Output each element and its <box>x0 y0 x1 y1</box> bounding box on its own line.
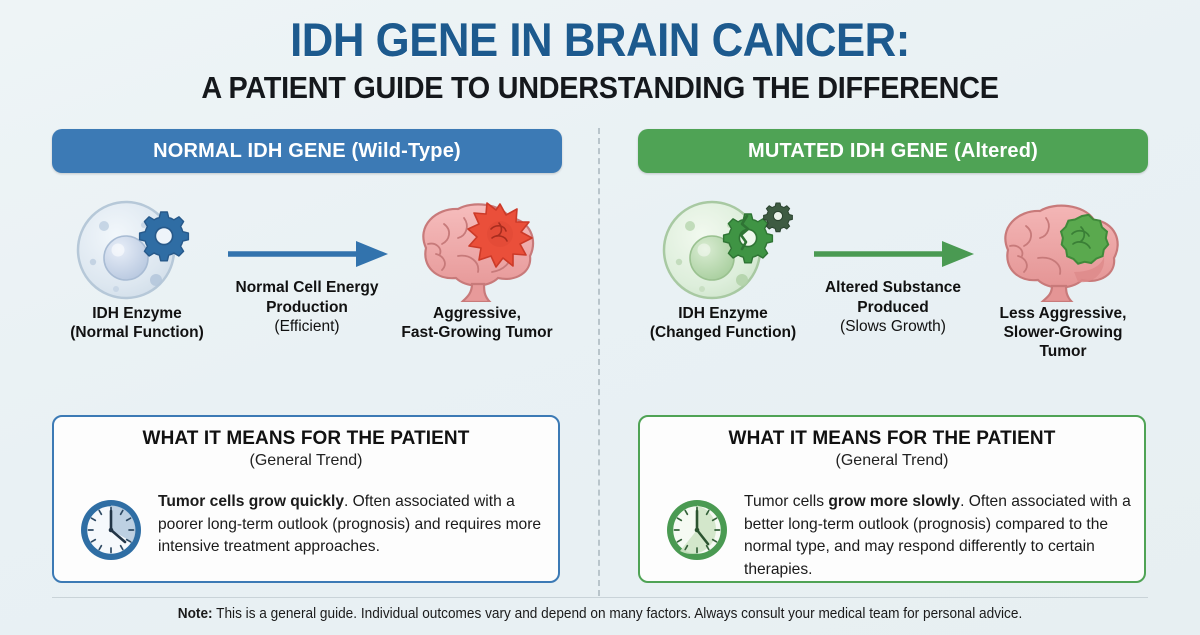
blue-clock-icon <box>76 495 146 565</box>
caption-right-start: IDH Enzyme (Changed Function) <box>628 304 818 342</box>
footer-note: Note: This is a general guide. Individua… <box>36 606 1164 622</box>
panel-body-mutated-bold: grow more slowly <box>828 493 961 510</box>
caption-right-end-line3: Tumor <box>1039 343 1087 360</box>
panel-body-mutated: Tumor cells grow more slowly. Often asso… <box>744 491 1132 581</box>
panel-body-normal-rest: . Often associated with a poorer long-te… <box>158 493 542 555</box>
caption-left-middle-light: (Efficient) <box>274 318 340 335</box>
page-title: IDH GENE IN BRAIN CANCER: <box>290 13 910 66</box>
panel-title-normal: WHAT IT MEANS FOR THE PATIENT <box>142 428 470 449</box>
panel-body-mutated-pre: Tumor cells <box>744 493 829 510</box>
panel-subtitle-mutated: (General Trend) <box>835 452 949 469</box>
caption-left-end: Aggressive, Fast-Growing Tumor <box>382 304 572 342</box>
patient-panel-normal: WHAT IT MEANS FOR THE PATIENT (General T… <box>52 415 560 583</box>
panel-body-normal: Tumor cells grow quickly. Often associat… <box>158 491 546 559</box>
caption-left-start: IDH Enzyme (Normal Function) <box>42 304 232 342</box>
caption-right-middle: Altered Substance Produced (Slows Growth… <box>808 278 978 337</box>
caption-left-end-line1: Aggressive, <box>433 305 521 322</box>
footer-divider <box>52 597 1148 598</box>
arrow-mutated-icon <box>808 192 978 302</box>
caption-left-end-line2: Fast-Growing Tumor <box>401 324 553 341</box>
caption-right-start-line2: (Changed Function) <box>649 324 797 341</box>
column-divider <box>598 128 600 596</box>
caption-right-end-line1: Less Aggressive, <box>999 305 1127 322</box>
patient-panel-mutated: WHAT IT MEANS FOR THE PATIENT (General T… <box>638 415 1146 583</box>
footer-note-label: Note: <box>177 606 213 622</box>
green-clock-icon <box>662 495 732 565</box>
caption-left-middle-bold: Normal Cell Energy Production <box>235 279 379 316</box>
flow-mutated: IDH Enzyme (Changed Function) Altered Su… <box>638 192 1148 407</box>
brain-with-green-tumor-icon <box>978 192 1148 304</box>
caption-left-start-line1: IDH Enzyme <box>92 305 182 322</box>
blue-cell-with-gear-icon <box>52 192 222 302</box>
caption-left-start-line2: (Normal Function) <box>70 324 204 341</box>
page-subtitle: A PATIENT GUIDE TO UNDERSTANDING THE DIF… <box>201 70 999 105</box>
panel-body-mutated-rest: . Often associated with a better long-te… <box>744 493 1131 578</box>
caption-right-middle-light: (Slows Growth) <box>840 318 946 335</box>
panel-title-mutated: WHAT IT MEANS FOR THE PATIENT <box>728 428 1056 449</box>
brain-with-red-starburst-tumor-icon <box>392 192 562 304</box>
panel-body-normal-bold: Tumor cells grow quickly <box>158 493 345 510</box>
arrow-normal-icon <box>222 192 392 302</box>
panel-subtitle-normal: (General Trend) <box>249 452 363 469</box>
caption-left-middle: Normal Cell Energy Production (Efficient… <box>222 278 392 337</box>
caption-right-end: Less Aggressive, Slower-Growing Tumor <box>968 304 1158 361</box>
caption-right-middle-bold: Altered Substance Produced <box>824 279 962 316</box>
caption-right-end-line2: Slower-Growing <box>1003 324 1123 341</box>
green-cell-with-broken-gear-icon <box>638 192 808 302</box>
column-header-normal: NORMAL IDH GENE (Wild-Type) <box>52 129 562 173</box>
caption-right-start-line1: IDH Enzyme <box>678 305 768 322</box>
footer-note-text: This is a general guide. Individual outc… <box>212 606 1023 622</box>
flow-normal: IDH Enzyme (Normal Function) Normal Cell… <box>52 192 562 407</box>
column-header-mutated: MUTATED IDH GENE (Altered) <box>638 129 1148 173</box>
